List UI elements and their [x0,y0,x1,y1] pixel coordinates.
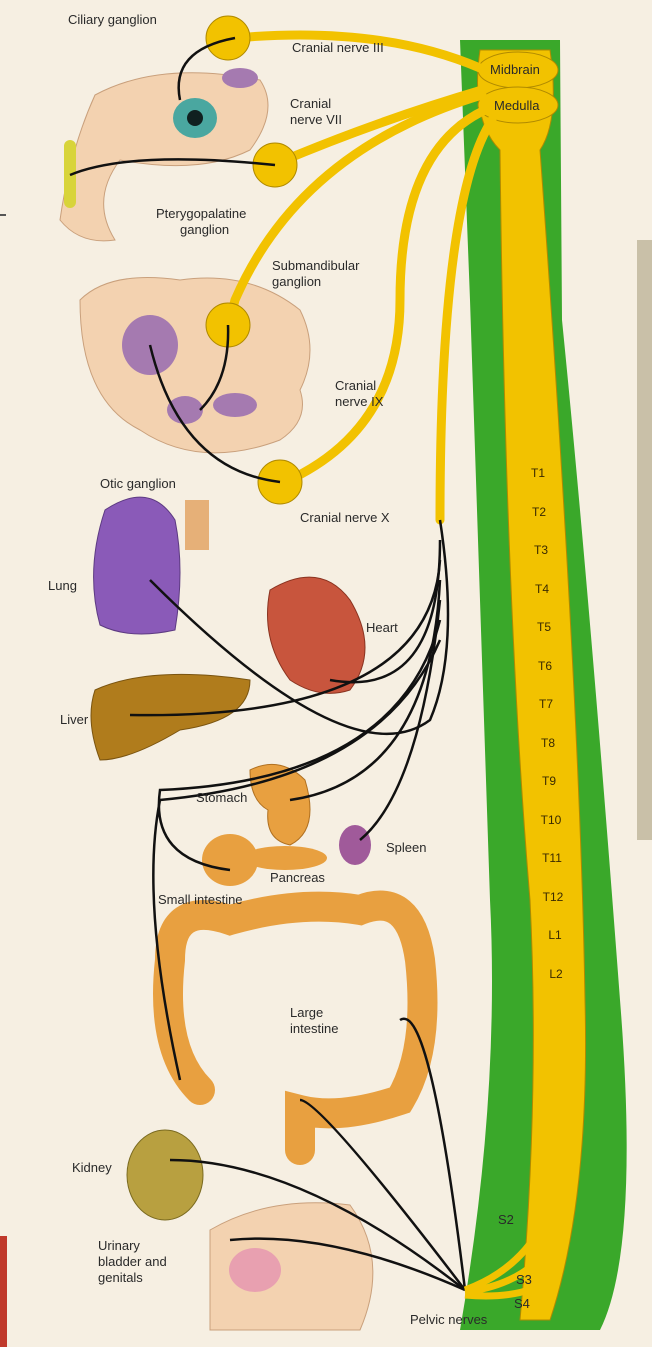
spinal-segment-t1: T1 [518,466,558,480]
label-ciliary-ganglion: Ciliary ganglion [68,12,157,27]
spinal-segment-t5: T5 [524,620,564,634]
cranial-nerve-ix-tract [285,110,485,482]
label-cranial-nerve-vii-1: Cranial [290,96,331,111]
label-liver: Liver [60,712,88,727]
lacrimal-gland [222,68,258,88]
label-small-intestine: Small intestine [158,892,243,907]
label-pelvic-nerves: Pelvic nerves [410,1312,487,1327]
label-cranial-nerve-x: Cranial nerve X [300,510,390,525]
label-large-intestine-2: intestine [290,1021,338,1036]
label-heart: Heart [366,620,398,635]
label-medulla: Medulla [494,98,540,113]
spinal-segment-t11: T11 [532,851,572,865]
face-illustration [80,278,310,453]
sublingual-gland [213,393,257,417]
spinal-segment-t7: T7 [526,697,566,711]
label-pterygopalatine-1: Pterygopalatine [156,206,246,221]
spinal-segment-t8: T8 [528,736,568,750]
label-otic-ganglion: Otic ganglion [100,476,176,491]
kidney-illustration [127,1130,203,1220]
spinal-segment-t12: T12 [533,890,573,904]
label-stomach: Stomach [196,790,247,805]
liver-illustration [91,674,250,760]
label-cranial-nerve-iii: Cranial nerve III [292,40,384,55]
label-large-intestine-1: Large [290,1005,323,1020]
label-bladder-3: genitals [98,1270,143,1285]
heart-illustration [268,577,366,693]
label-submandibular-2: ganglion [272,274,321,289]
spinal-segment-t9: T9 [529,774,569,788]
label-bladder-1: Urinary [98,1238,140,1253]
spleen-illustration [339,825,371,865]
spinal-segment-t6: T6 [525,659,565,673]
label-pterygopalatine-2: ganglion [180,222,229,237]
spinal-segment-t2: T2 [519,505,559,519]
label-midbrain: Midbrain [490,62,540,77]
spinal-segment-t3: T3 [521,543,561,557]
label-cranial-nerve-vii-2: nerve VII [290,112,342,127]
bladder-illustration [229,1248,281,1292]
trachea-illustration [185,500,209,550]
label-kidney: Kidney [72,1160,112,1175]
label-s4: S4 [514,1296,530,1311]
label-lung: Lung [48,578,77,593]
label-s2: S2 [498,1212,514,1227]
label-s3: S3 [516,1272,532,1287]
submandibular-gland [167,396,203,424]
label-cranial-nerve-ix-2: nerve IX [335,394,383,409]
label-submandibular-1: Submandibular [272,258,359,273]
spinal-segment-l1: L1 [535,928,575,942]
ciliary-ganglion-node [206,16,250,60]
label-bladder-2: bladder and [98,1254,167,1269]
spinal-segment-t4: T4 [522,582,562,596]
label-cranial-nerve-ix-1: Cranial [335,378,376,393]
eye-pupil [187,110,203,126]
cranial-nerve-tracts [230,35,492,520]
label-spleen: Spleen [386,840,426,855]
small-intestine-illustration [202,834,258,886]
spinal-segment-l2: L2 [536,967,576,981]
lung-illustration [94,497,180,634]
spinal-segment-t10: T10 [531,813,571,827]
label-pancreas: Pancreas [270,870,325,885]
